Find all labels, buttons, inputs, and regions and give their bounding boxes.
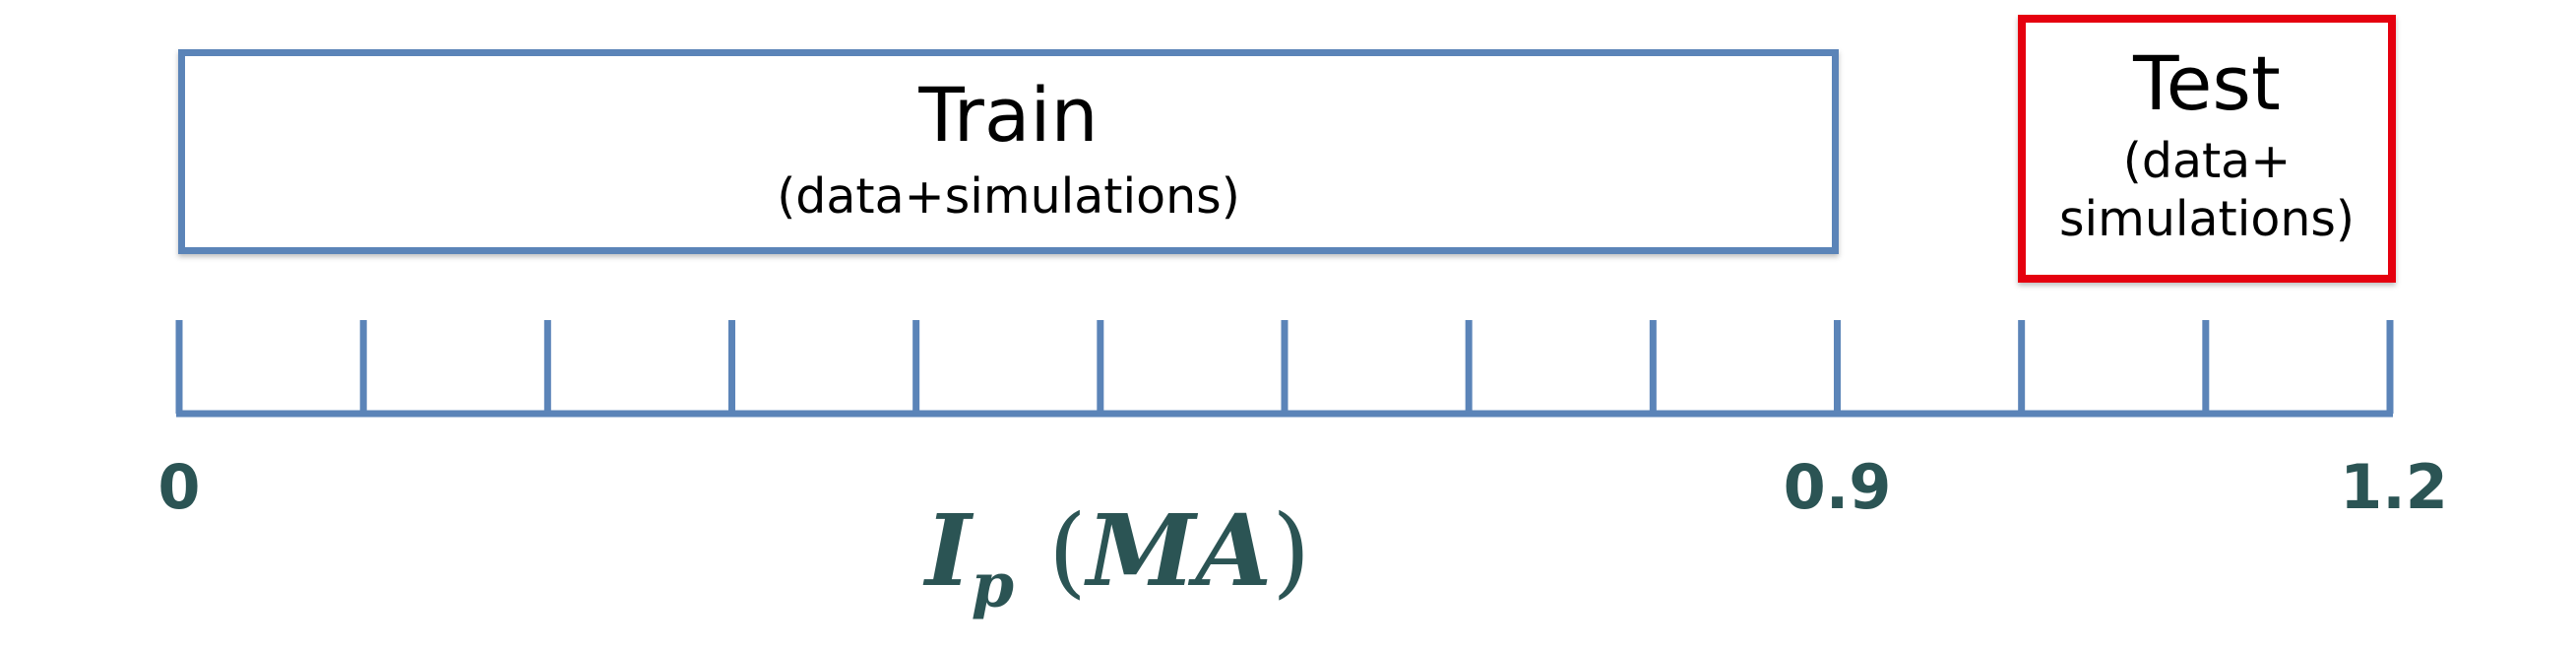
axis-title: Ip (MA) — [925, 492, 1310, 621]
train-subtitle: (data+simulations) — [777, 168, 1240, 225]
train-title: Train — [918, 71, 1099, 159]
test-subtitle: (data+ simulations) — [2058, 133, 2356, 247]
axis-title-open-paren: ( — [1047, 493, 1087, 609]
train-box: Train (data+simulations) — [178, 49, 1839, 254]
test-title: Test — [2133, 39, 2281, 127]
axis-title-main: I — [925, 492, 972, 609]
tick-label: 0 — [157, 451, 201, 523]
test-box: Test (data+ simulations) — [2018, 15, 2396, 283]
axis-title-unit: MA — [1086, 492, 1273, 609]
tick-label: 1.2 — [2340, 451, 2448, 523]
tick-label: 0.9 — [1783, 451, 1892, 523]
axis-title-close-paren: ) — [1272, 493, 1311, 609]
axis-title-sub: p — [971, 549, 1015, 621]
